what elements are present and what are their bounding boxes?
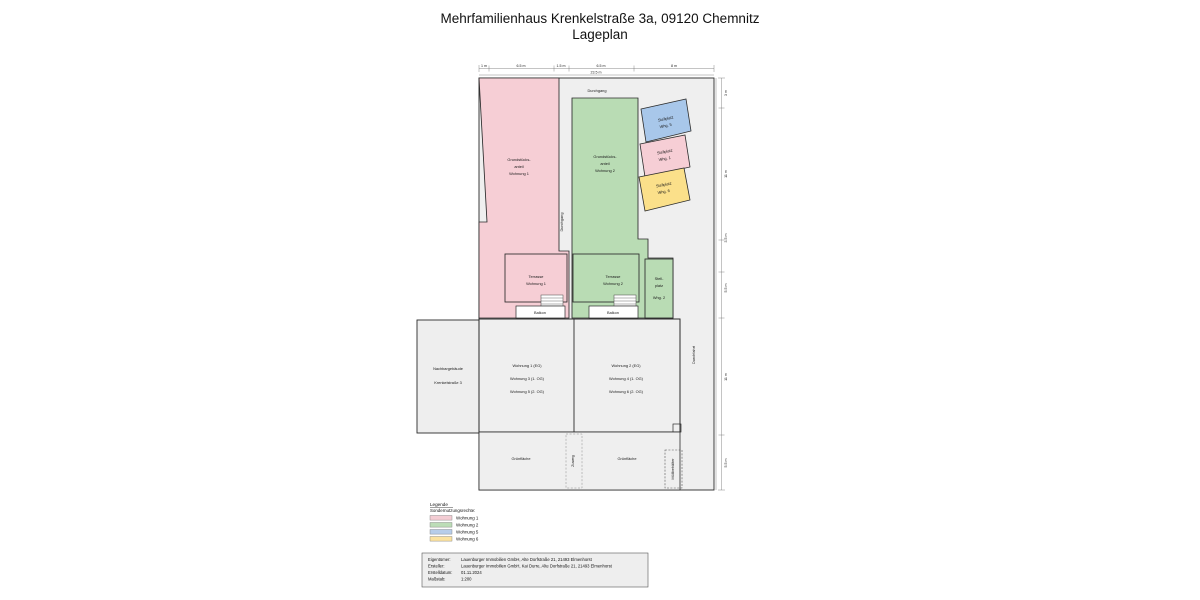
unit-left-1: Wohnung 3 (1. OG) xyxy=(510,376,545,381)
neighbour-label-1: Nachbargebäude xyxy=(433,366,463,371)
driveway-label: Durchfahrt xyxy=(691,345,696,364)
unit-left-0: Wohnung 1 (EG) xyxy=(512,363,542,368)
title-line-2: Lageplan xyxy=(572,27,628,42)
top-dim-total: 23.5 m xyxy=(591,71,602,75)
legend: Legende Sondernutzungsrechte: Wohnung 1 … xyxy=(429,502,479,542)
top-dim-1: 6.5 m xyxy=(517,64,526,68)
title-line-1: Mehrfamilienhaus Krenkelstraße 3a, 09120… xyxy=(440,11,760,26)
legend-label-1: Wohnung 2 xyxy=(456,523,479,528)
terrace-wohnung-2 xyxy=(572,253,640,303)
unit-right-1: Wohnung 4 (1. OG) xyxy=(609,376,644,381)
right-dim-2: 3.5 m xyxy=(724,234,728,243)
legend-swatch-1 xyxy=(429,522,453,528)
parcel1-line1: Grundstücks- xyxy=(507,157,531,162)
right-dim-1: 11 m xyxy=(724,170,728,178)
passage-top-label: Durchgang xyxy=(587,88,606,93)
terrace2-line2: Wohnung 2 xyxy=(603,281,623,286)
green-left-label: Grünfläche xyxy=(511,456,530,461)
info-value-1: Lauenburger Immobilien GmbH, Kai Durre, … xyxy=(461,564,613,569)
info-value-0: Lauenburger Immobilien GmbH, Alte Dorfst… xyxy=(461,557,593,562)
legend-swatch-3 xyxy=(429,536,453,542)
unit-right-2: Wohnung 6 (2. OG) xyxy=(609,389,644,394)
terrace1-line2: Wohnung 1 xyxy=(526,281,546,286)
right-dim-5: 5.5 m xyxy=(724,459,728,468)
rear-yard xyxy=(478,431,681,491)
top-dim-0: 1 m xyxy=(481,64,487,68)
legend-title: Legende xyxy=(430,502,448,507)
parcel2-line1: Grundstücks- xyxy=(593,154,617,159)
terrace2-line1: Terrasse xyxy=(606,274,621,279)
right-dim-4: 11 m xyxy=(724,373,728,381)
waste-bin-area xyxy=(664,449,683,489)
unit-right-0: Wohnung 2 (EG) xyxy=(611,363,641,368)
path-label: Zuweg xyxy=(570,455,575,467)
parcel1-line3: Wohnung 1 xyxy=(509,171,529,176)
top-dim-4: 8 m xyxy=(671,64,677,68)
legend-swatch-2 xyxy=(429,529,453,535)
terrace-wohnung-1 xyxy=(504,253,568,303)
passage-side-label: Durchgang xyxy=(559,212,564,231)
parcel2-line3: Wohnung 2 xyxy=(595,168,615,173)
legend-label-0: Wohnung 1 xyxy=(456,516,479,521)
parking-whg1-line1: Stellplatz xyxy=(656,148,673,156)
parking-space-whg1: Stellplatz Whg. 1 xyxy=(639,134,691,178)
waste-bin-label: Müllbehälter xyxy=(670,458,675,480)
legend-swatch-0 xyxy=(429,515,453,521)
right-dim-3: 5.5 m xyxy=(724,284,728,293)
legend-subtitle: Sondernutzungsrechte: xyxy=(430,508,475,513)
info-label-1: Ersteller: xyxy=(428,564,445,569)
parking-space-whg2 xyxy=(644,258,674,319)
parking-whg5-line2: Whg. 5 xyxy=(659,122,672,129)
right-dimension-ruler: 3 m 11 m 3.5 m 5.5 m 11 m 5.5 m 40.5 m xyxy=(711,77,728,491)
balcony-left-label: Balkon xyxy=(534,310,546,315)
neighbour-building xyxy=(416,319,480,434)
legend-label-3: Wohnung 6 xyxy=(456,537,479,542)
balcony-right xyxy=(588,305,639,319)
info-box: Eigentümer: Lauenburger Immobilien GmbH,… xyxy=(421,552,649,588)
info-label-2: Erstelldatum: xyxy=(428,570,452,575)
green-right-label: Grünfläche xyxy=(617,456,636,461)
info-label-3: Maßstab: xyxy=(428,577,445,582)
top-dim-3: 6.5 m xyxy=(597,64,606,68)
parking-whg1-line2: Whg. 1 xyxy=(658,155,671,162)
parking-space-whg6: Stellplatz Whg. 6 xyxy=(638,167,691,212)
balcony-left xyxy=(515,305,566,319)
terrace1-line1: Terrasse xyxy=(529,274,544,279)
right-dim-0: 3 m xyxy=(724,90,728,96)
main-building xyxy=(478,318,681,433)
top-dimension-ruler: 1 m 6.5 m 1.5 m 6.5 m 8 m 23.5 m xyxy=(478,64,715,76)
parking-space-whg5: Stellplatz Whg. 5 xyxy=(640,98,692,143)
stairs-right xyxy=(613,294,637,307)
info-label-0: Eigentümer: xyxy=(428,557,451,562)
unit-left-2: Wohnung 5 (2. OG) xyxy=(510,389,545,394)
top-dim-2: 1.5 m xyxy=(557,64,566,68)
balcony-right-label: Balkon xyxy=(607,310,619,315)
parking-whg2-line1: Stell- xyxy=(655,276,665,281)
neighbour-label-2: Krenkelstraße 3 xyxy=(434,380,461,385)
stairs-left xyxy=(540,294,564,307)
parcel2-line2: anteil xyxy=(600,161,609,166)
parking-whg6-line2: Whg. 6 xyxy=(657,188,670,195)
info-value-3: 1:200 xyxy=(461,577,472,582)
info-box-frame xyxy=(421,552,649,588)
legend-label-2: Wohnung 5 xyxy=(456,530,479,535)
parking-whg5-line1: Stellplatz xyxy=(657,114,674,122)
parking-whg2-line3: Whg. 2 xyxy=(653,295,665,300)
parking-whg6-line1: Stellplatz xyxy=(655,181,672,189)
path-zuweg xyxy=(565,433,583,489)
info-value-2: 01.11.2024 xyxy=(461,570,482,575)
page-title: Mehrfamilienhaus Krenkelstraße 3a, 09120… xyxy=(0,11,1200,43)
parking-whg2-line2: platz xyxy=(655,283,663,288)
parcel1-line2: anteil xyxy=(514,164,523,169)
